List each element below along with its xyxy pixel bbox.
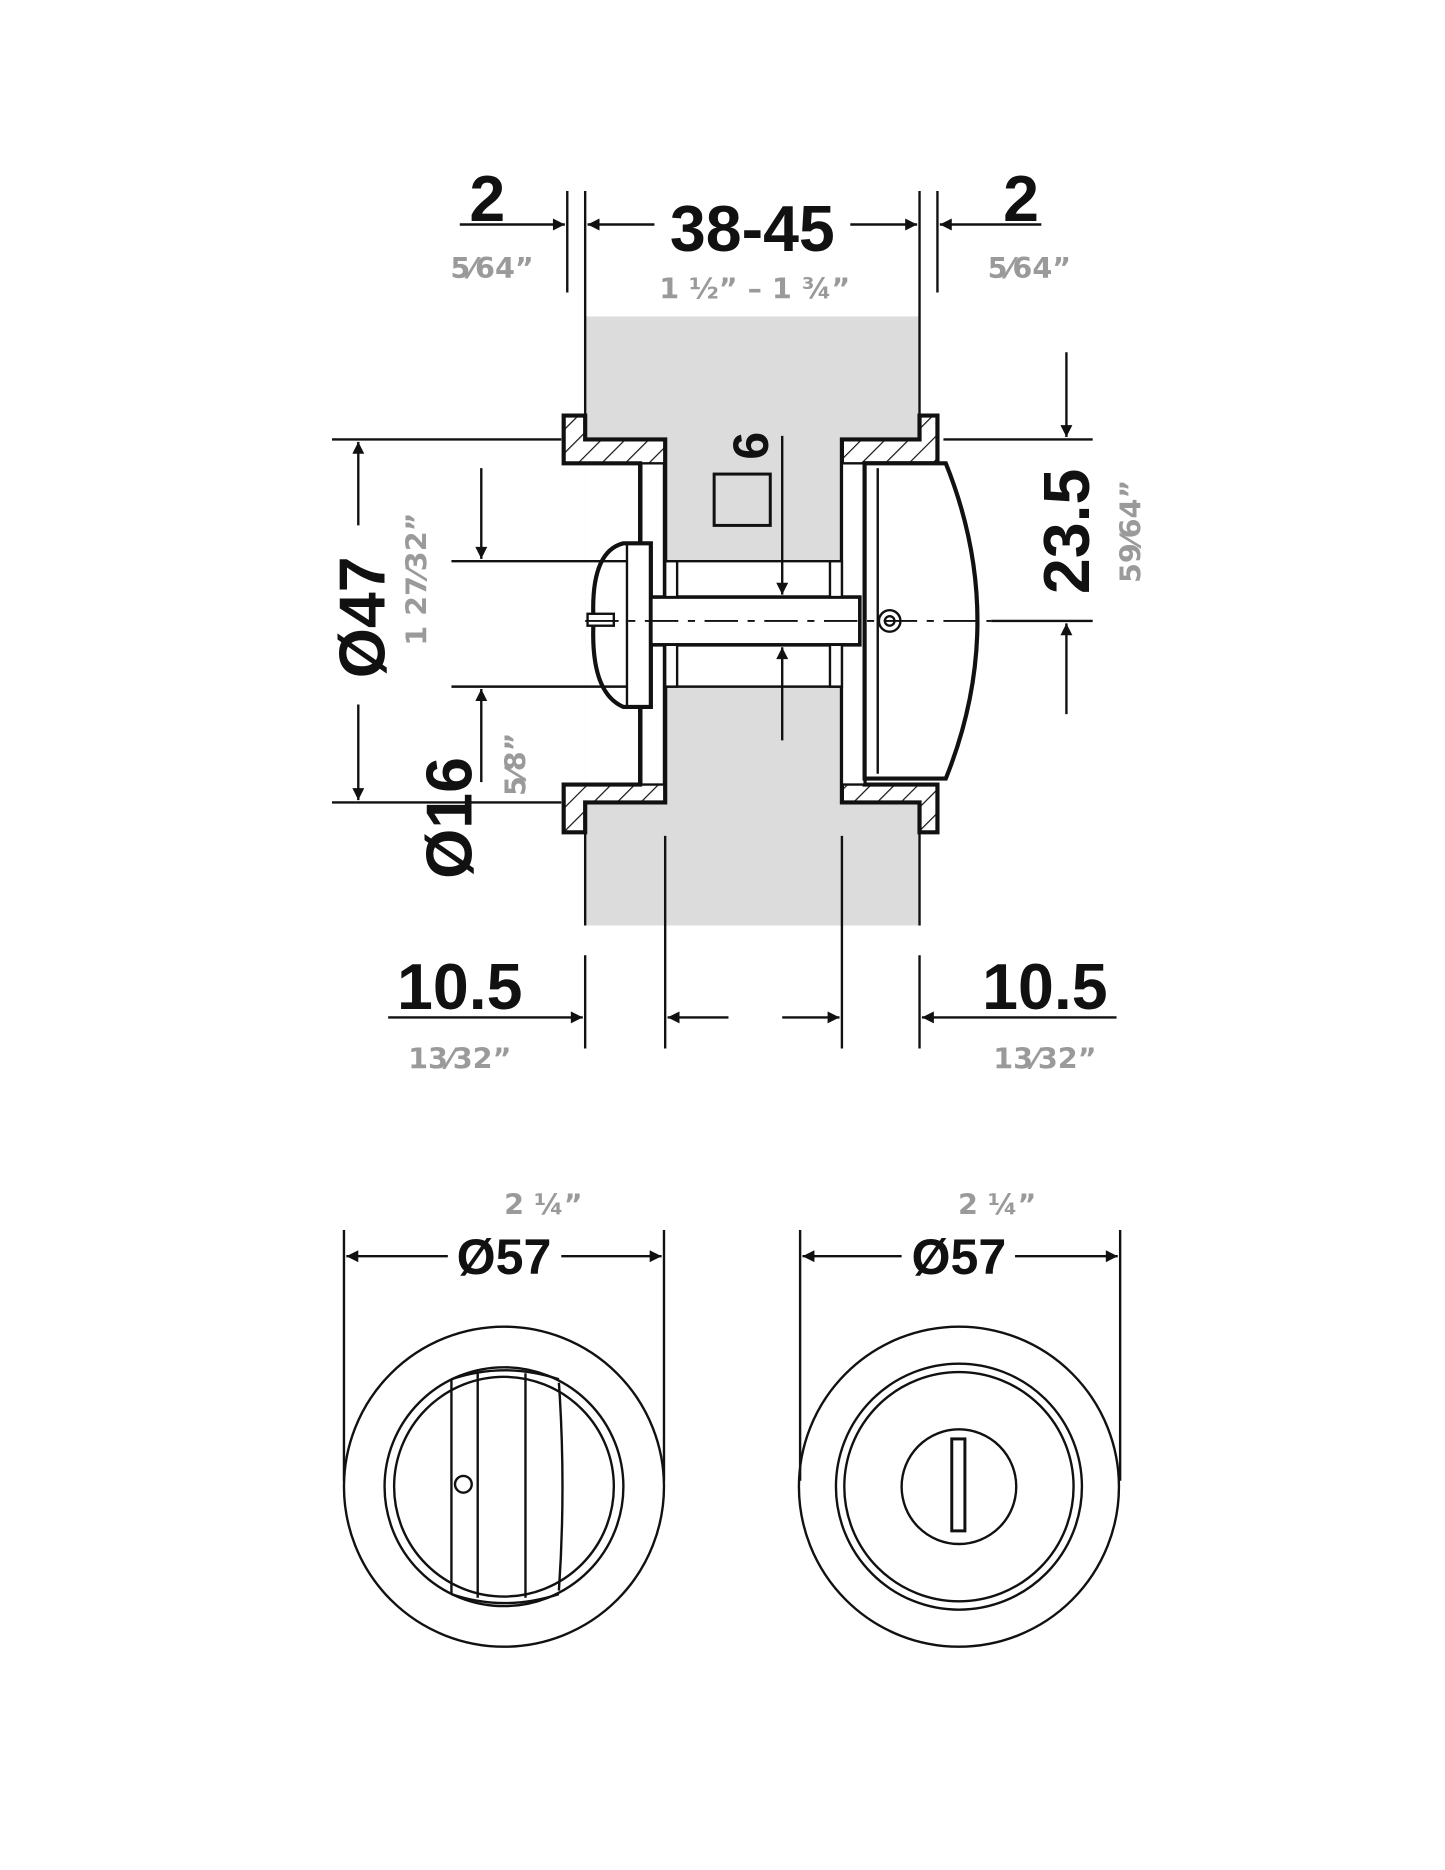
side-section-view: 6 2 5⁄64” 38-45 1 ½” – 1 ¾” 2 5⁄64” Ø47 … [327,163,1148,1076]
emergency-release-knob [862,461,980,781]
door-thickness-mm: 38-45 [670,193,835,265]
door-thickness-inch: 1 ½” – 1 ¾” [659,272,850,306]
thumb-turn-bar [450,1369,564,1605]
rose-projection-right-inch: 5⁄64” [988,251,1071,285]
through-hole-diameter-mm: Ø16 [414,757,486,879]
rose-recess-diameter-mm: Ø47 [327,556,399,678]
turn-height-mm: 23.5 [1031,469,1103,594]
square-spindle-symbol [712,472,772,527]
rose-projection-left-inch: 5⁄64” [450,251,533,285]
rose-projection-right-mm: 2 [1003,163,1039,235]
indicator-hole-icon [453,1474,473,1494]
through-hole-diameter-inch: 5⁄8” [498,733,532,796]
spindle-square-size: 6 [723,432,779,460]
diameter-inch: 2 ¼” [504,1187,582,1221]
emergency-slot-icon [950,1437,967,1533]
recess-depth-left-mm: 10.5 [397,951,522,1023]
diameter-mm: Ø57 [912,1229,1007,1285]
front-view-thumb-turn: Ø57 2 ¼” [342,1187,666,1648]
front-view-emergency-release: Ø57 2 ¼” [797,1187,1122,1648]
diameter-mm: Ø57 [457,1229,552,1285]
turn-height-inch: 59⁄64” [1113,480,1147,583]
rose-recess-diameter-inch: 1 27⁄32” [399,513,433,646]
diameter-inch: 2 ¼” [958,1187,1036,1221]
recess-depth-right-inch: 13⁄32” [993,1042,1096,1076]
recess-depth-right-mm: 10.5 [982,951,1107,1023]
rose-projection-left-mm: 2 [469,163,505,235]
recess-depth-left-inch: 13⁄32” [408,1042,511,1076]
